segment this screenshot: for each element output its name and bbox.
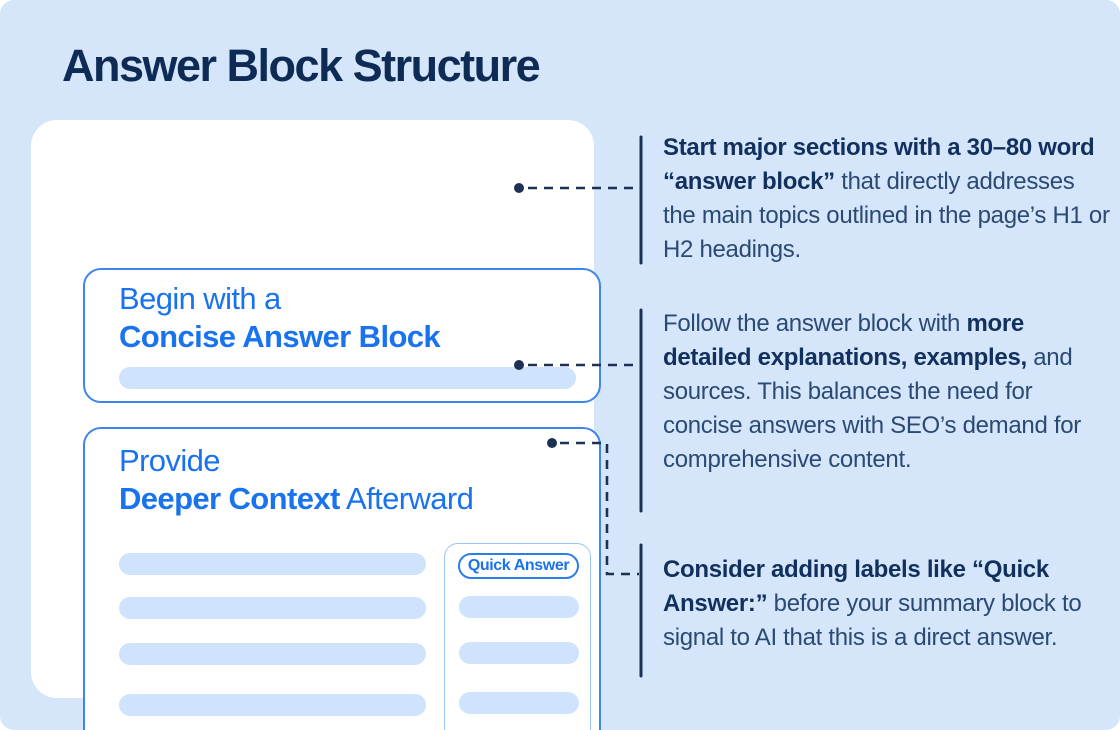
placeholder-bar xyxy=(119,597,426,619)
annotation-deeper-context: Follow the answer block with more detail… xyxy=(663,307,1113,477)
annotation-text-run: Consider adding labels like “Quick Answe… xyxy=(663,556,1049,617)
page-title: Answer Block Structure xyxy=(62,40,541,91)
answer-block-heading-line1: Begin with a xyxy=(119,281,281,316)
answer-block-heading-line2: Concise Answer Block xyxy=(119,319,441,354)
placeholder-bar xyxy=(119,694,426,716)
context-heading-line2-bold: Deeper Context xyxy=(119,481,340,516)
context-heading-line1: Provide xyxy=(119,443,221,478)
annotation-text-run: and sources. This balances the need for … xyxy=(663,344,1081,473)
annotation-text-run: that directly addresses the main topics … xyxy=(663,168,1110,263)
annotation-quick-answer-label: Consider adding labels like “Quick Answe… xyxy=(663,553,1113,655)
quick-answer-pill: Quick Answer xyxy=(458,553,579,579)
placeholder-bar xyxy=(119,553,426,575)
context-heading-line2-rest: Afterward xyxy=(339,481,474,516)
annotation-text-run: more detailed explanations, examples, xyxy=(663,310,1027,371)
annotation-text-run: before your summary block to signal to A… xyxy=(663,590,1082,651)
annotation-text-run: Follow the answer block with xyxy=(663,310,967,337)
placeholder-bar xyxy=(459,596,579,618)
placeholder-bar xyxy=(119,643,426,665)
quick-answer-label: Quick Answer xyxy=(467,557,570,574)
annotation-text-run: Start major sections with a 30–80 word “… xyxy=(663,134,1095,195)
placeholder-bar xyxy=(459,642,579,664)
placeholder-bar xyxy=(459,692,579,714)
annotation-answer-block: Start major sections with a 30–80 word “… xyxy=(663,131,1113,267)
placeholder-bar xyxy=(119,367,576,389)
